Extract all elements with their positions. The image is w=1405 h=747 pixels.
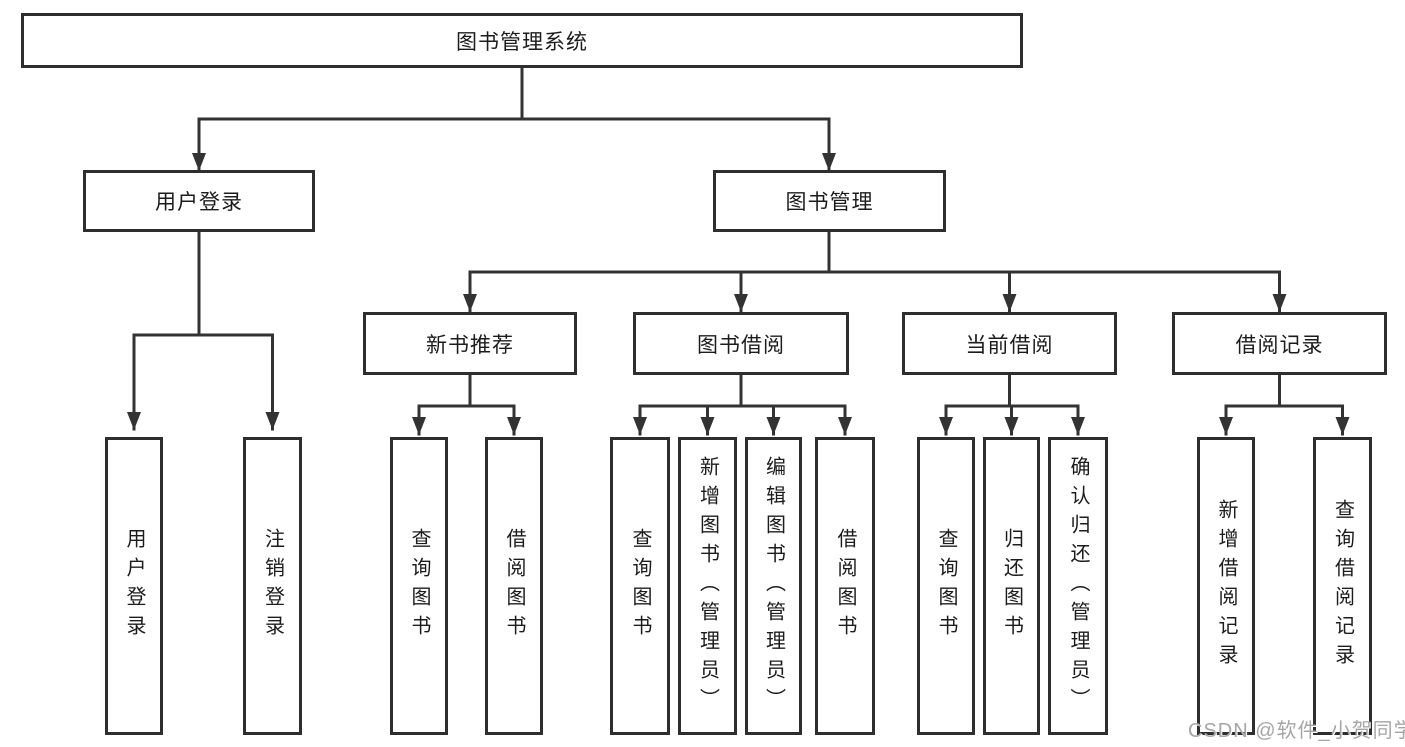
node-user-login: 用户登录	[83, 170, 315, 232]
leaf-edit-books-admin: 编辑图书（管理员）	[745, 437, 802, 735]
node-new-book-recommendation: 新书推荐	[363, 312, 577, 375]
leaf-user-login: 用户登录	[105, 437, 163, 735]
leaf-borrow-books-recommend: 借阅图书	[485, 437, 543, 735]
node-book-borrowing: 图书借阅	[633, 312, 849, 375]
node-root-library-system: 图书管理系统	[21, 13, 1023, 68]
leaf-add-books-admin: 新增图书（管理员）	[678, 437, 737, 735]
leaf-return-books: 归还图书	[983, 437, 1040, 735]
leaf-query-books-borrowing: 查询图书	[610, 437, 670, 735]
leaf-borrow-books-borrowing: 借阅图书	[815, 437, 875, 735]
leaf-query-books-recommend: 查询图书	[390, 437, 448, 735]
leaf-add-borrow-record: 新增借阅记录	[1197, 437, 1255, 735]
node-borrowing-records: 借阅记录	[1172, 312, 1387, 375]
watermark-text: CSDN @软件_小贺同学	[1188, 720, 1405, 742]
leaf-query-books-current: 查询图书	[917, 437, 975, 735]
leaf-logout: 注销登录	[243, 437, 302, 735]
leaf-confirm-return-admin: 确认归还（管理员）	[1048, 437, 1108, 735]
node-book-management: 图书管理	[713, 170, 946, 232]
node-current-borrowing: 当前借阅	[902, 312, 1117, 375]
leaf-query-borrow-record: 查询借阅记录	[1313, 437, 1372, 735]
